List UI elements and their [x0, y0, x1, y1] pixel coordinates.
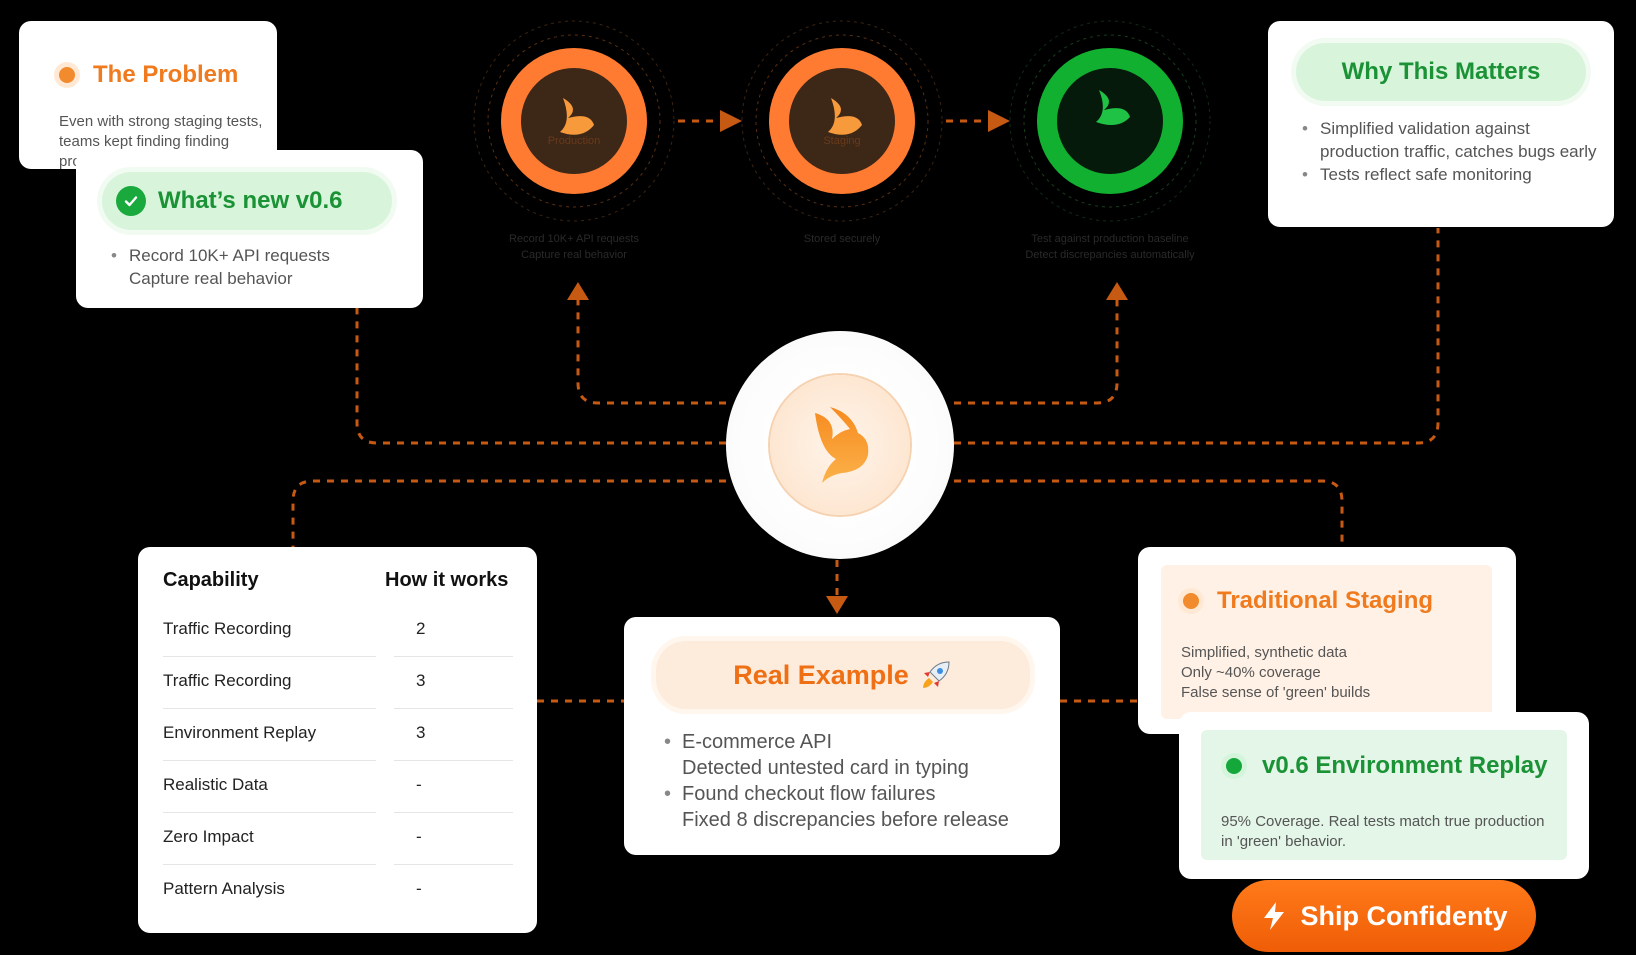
list-item: Simplified validation against production…: [1302, 117, 1598, 163]
stage-caption-production-1: Record 10K+ API requests: [509, 233, 639, 245]
list-item: Tests reflect safe monitoring: [1302, 163, 1598, 186]
stage-node-test: [1009, 20, 1211, 222]
real-example-pill: Real Example: [656, 641, 1030, 709]
check-circle-icon: [116, 186, 146, 216]
table-row: Traffic Recording 2: [163, 605, 513, 657]
why-pill: Why This Matters: [1296, 43, 1586, 101]
why-list: Simplified validation against production…: [1302, 117, 1598, 186]
traditional-line: False sense of 'green' builds: [1181, 684, 1371, 701]
table-row: Realistic Data -: [163, 761, 513, 813]
stage-node-staging: [741, 20, 943, 222]
traditional-heading: Traditional Staging: [1183, 587, 1433, 615]
hub-to-why: [954, 228, 1440, 445]
stage-name-production: Production: [547, 135, 601, 147]
stage-node-production: [473, 20, 675, 222]
rocket-icon: [922, 661, 950, 688]
whats-new-card: What’s new v0.6 Record 10K+ API requests…: [76, 150, 423, 308]
capability-name: Zero Impact: [163, 827, 254, 846]
capability-value: -: [416, 775, 422, 794]
environment-replay-heading: v0.6 Environment Replay: [1226, 752, 1547, 780]
lightning-icon: [1263, 902, 1284, 930]
problem-heading: The Problem: [59, 61, 238, 89]
row-divider: [163, 864, 376, 865]
why-title: Why This Matters: [1341, 58, 1541, 85]
environment-replay-title: v0.6 Environment Replay: [1262, 752, 1548, 779]
how-it-works-header: How it works: [385, 569, 509, 591]
hub-to-production: [576, 300, 726, 405]
capability-name: Traffic Recording: [163, 671, 292, 690]
problem-card: The Problem Even with strong staging tes…: [19, 21, 277, 170]
capability-value: -: [416, 879, 422, 898]
capability-name: Pattern Analysis: [163, 879, 285, 898]
stage-caption-production-2: Capture real behavior: [521, 249, 627, 261]
row-divider: [394, 812, 513, 813]
stage-name-staging: Staging: [823, 135, 861, 147]
orange-dot-icon: [1183, 593, 1199, 609]
traditional-line: Simplified, synthetic data: [1181, 644, 1347, 661]
traditional-staging-panel: Traditional Staging Simplified, syntheti…: [1161, 565, 1492, 719]
row-divider: [394, 656, 513, 657]
row-divider: [163, 760, 376, 761]
hub-to-whats-new: [355, 308, 726, 445]
capability-value: 3: [416, 671, 426, 690]
capability-value: 2: [416, 619, 426, 638]
capability-table: Capability How it works Traffic Recordin…: [138, 547, 537, 933]
environment-replay-text: 95% Coverage. Real tests match true prod…: [1221, 813, 1545, 850]
table-row: Pattern Analysis -: [163, 865, 513, 917]
orange-dot-icon: [59, 67, 75, 83]
traditional-text: Simplified, synthetic data Only ~40% cov…: [1181, 643, 1370, 703]
traditional-staging-card: Traditional Staging Simplified, syntheti…: [1138, 547, 1516, 734]
row-divider: [394, 760, 513, 761]
capability-header: Capability: [163, 569, 259, 591]
row-divider: [394, 708, 513, 709]
traditional-line: Only ~40% coverage: [1181, 664, 1321, 681]
arrowhead-right-1: [720, 110, 742, 132]
stage-caption-test-2: Detect discrepancies automatically: [1025, 249, 1195, 261]
hub-logo-ring: [770, 375, 910, 515]
row-divider: [163, 656, 376, 657]
stage-caption-test-1: Test against production baseline: [1031, 233, 1189, 245]
whats-new-pill: What’s new v0.6: [102, 172, 392, 230]
stage-caption-staging-1: Stored securely: [803, 233, 881, 245]
central-hub: [726, 331, 954, 559]
capability-name: Environment Replay: [163, 723, 317, 742]
row-divider: [394, 864, 513, 865]
table-row: Environment Replay 3: [163, 709, 513, 761]
rabbit-logo-icon: [815, 407, 869, 483]
real-example-title: Real Example: [733, 659, 909, 690]
environment-replay-card: v0.6 Environment Replay 95% Coverage. Re…: [1179, 712, 1589, 879]
ship-confidently-button[interactable]: Ship Confidenty: [1232, 880, 1536, 952]
green-dot-icon: [1226, 758, 1242, 774]
capability-name: Realistic Data: [163, 775, 268, 794]
arrowhead-up-1: [567, 282, 589, 300]
capability-value: 3: [416, 723, 426, 742]
table-row: Zero Impact -: [163, 813, 513, 865]
capability-name: Traffic Recording: [163, 619, 292, 638]
arrowhead-right-2: [988, 110, 1010, 132]
arrowhead-down: [826, 596, 848, 614]
row-divider: [163, 708, 376, 709]
arrowhead-up-2: [1106, 282, 1128, 300]
table-row: Traffic Recording 3: [163, 657, 513, 709]
problem-title: The Problem: [93, 61, 239, 88]
why-card: Why This Matters Simplified validation a…: [1268, 21, 1614, 227]
hub-to-capability: [291, 479, 726, 547]
hub-to-traditional: [954, 479, 1344, 547]
hub-to-test: [954, 300, 1119, 405]
environment-replay-panel: v0.6 Environment Replay 95% Coverage. Re…: [1201, 730, 1567, 860]
whats-new-title: What’s new v0.6: [158, 187, 343, 214]
traditional-title: Traditional Staging: [1217, 587, 1434, 614]
row-divider: [163, 812, 376, 813]
capability-value: -: [416, 827, 422, 846]
ship-button-label: Ship Confidenty: [1300, 900, 1508, 931]
